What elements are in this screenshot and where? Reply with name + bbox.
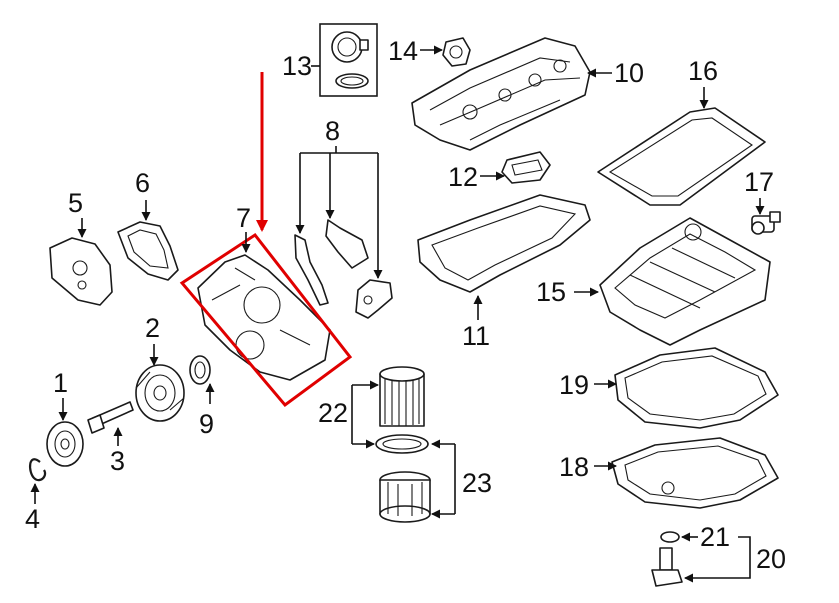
callout-14: 14 [388, 36, 418, 66]
callout-17: 17 [744, 167, 774, 197]
part-18-lower-oil-pan[interactable] [611, 437, 779, 509]
part-1-hub[interactable] [46, 421, 84, 467]
callout-11: 11 [462, 321, 490, 351]
part-20-drain-plug[interactable] [651, 547, 683, 587]
part-21-seal-ring[interactable] [660, 531, 680, 543]
callout-20: 20 [756, 544, 786, 574]
part-3-bolt[interactable] [87, 401, 134, 434]
part-10-valve-cover[interactable] [411, 37, 591, 151]
part-5-cover-plate[interactable] [49, 237, 113, 306]
part-4-snap-ring[interactable] [28, 458, 47, 482]
callout-22: 22 [318, 398, 348, 428]
callout-10: 10 [614, 58, 644, 88]
callout-19: 19 [559, 370, 589, 400]
part-13-thermostat-housing[interactable] [319, 23, 378, 97]
part-23-filter-housing[interactable] [379, 471, 431, 523]
part-6-cover-gasket[interactable] [117, 221, 179, 281]
part-19-lower-oil-pan-gasket[interactable] [614, 347, 779, 429]
part-16-oil-pan-gasket[interactable] [597, 107, 766, 206]
callout-13: 13 [282, 51, 312, 81]
callout-23: 23 [462, 468, 492, 498]
callout-8: 8 [325, 116, 340, 146]
part-17-oil-level-sensor[interactable] [751, 211, 781, 235]
highlight-outline [179, 232, 353, 408]
callout-2: 2 [145, 313, 160, 343]
part-22-oil-filter[interactable] [375, 366, 429, 454]
part-15-upper-oil-pan[interactable] [599, 217, 771, 346]
callout-7: 7 [236, 203, 251, 233]
callout-5: 5 [68, 188, 83, 218]
callout-6: 6 [135, 168, 150, 198]
callout-15: 15 [536, 277, 566, 307]
callout-9: 9 [199, 409, 214, 439]
callout-21: 21 [700, 522, 730, 552]
part-14-gasket[interactable] [442, 37, 471, 67]
callout-1: 1 [53, 368, 68, 398]
part-9-seal[interactable] [189, 355, 211, 385]
part-8-gaskets[interactable] [294, 219, 393, 319]
part-2-pulley[interactable] [135, 364, 185, 422]
callout-16: 16 [688, 56, 718, 86]
part-7-timing-cover[interactable] [197, 254, 331, 381]
callout-18: 18 [559, 452, 589, 482]
part-12-gasket[interactable] [501, 151, 551, 184]
callout-3: 3 [110, 446, 125, 476]
callout-4: 4 [25, 504, 40, 534]
part-11-valve-cover-gasket[interactable] [417, 194, 591, 293]
callout-12: 12 [448, 162, 478, 192]
